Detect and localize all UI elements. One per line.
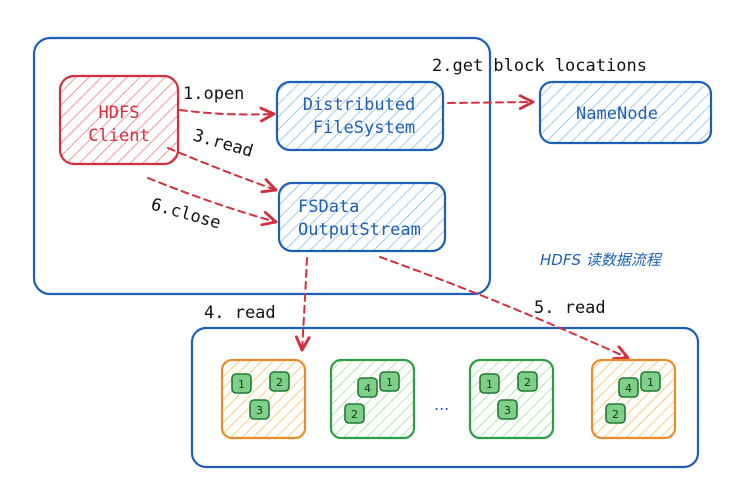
- block-label: 2: [612, 408, 619, 421]
- block-label: 4: [625, 382, 632, 395]
- edge-label-read-3: 3.read: [191, 126, 256, 162]
- client-side-container: [32, 36, 492, 296]
- datanode-box: [468, 358, 555, 440]
- namenode-label: NameNode: [576, 104, 658, 124]
- datanode-1: 1 2 3: [220, 358, 307, 440]
- datanode-group: 1 2 3 4 1 2 1 2 3 4 1 2: [220, 358, 677, 440]
- datanode-2: 4 1 2: [329, 358, 416, 440]
- block-square: [357, 377, 378, 398]
- datanode-box: [220, 358, 307, 440]
- block-square: [618, 377, 639, 398]
- datanode-box: [590, 358, 677, 440]
- fsdata-outputstream-node: FSData OutputStream: [277, 181, 447, 253]
- block-square: [605, 403, 626, 424]
- hdfs-client-label-line2: Client: [88, 126, 149, 146]
- block-label: 3: [256, 404, 263, 417]
- datanode-3: 1 2 3: [468, 358, 555, 440]
- block-label: 2: [351, 408, 358, 421]
- block-square: [249, 399, 270, 420]
- block-square: [479, 373, 500, 394]
- arrow-read-3: [167, 147, 278, 194]
- hdfs-client-label-line1: HDFS: [99, 103, 140, 123]
- block-label: 1: [386, 376, 393, 389]
- arrow-read-5: [379, 256, 630, 360]
- namenode-node: NameNode: [538, 80, 713, 145]
- arrow-get-block-locations: [447, 94, 535, 110]
- block-label: 1: [647, 376, 654, 389]
- block-square: [231, 373, 252, 394]
- stream-label-line1: FSData: [298, 197, 359, 217]
- block-square: [344, 403, 365, 424]
- arrow-read-4: [294, 257, 311, 352]
- block-square: [640, 371, 661, 392]
- edge-label-read-5: 5. read: [534, 298, 606, 318]
- block-label: 1: [238, 378, 245, 391]
- diagram-caption: HDFS 读数据流程: [540, 251, 663, 269]
- dfs-label-line1: Distributed: [303, 95, 416, 115]
- block-label: 1: [486, 378, 493, 391]
- arrow-open: [179, 106, 276, 123]
- dfs-label-line2: FileSystem: [313, 118, 415, 138]
- block-square: [269, 371, 290, 392]
- block-label: 4: [364, 382, 371, 395]
- block-label: 3: [504, 404, 511, 417]
- distributed-filesystem-node: Distributed FileSystem: [275, 80, 445, 152]
- block-square: [517, 371, 538, 392]
- edge-label-read-4: 4. read: [204, 303, 276, 323]
- edge-label-get-block-locations: 2.get block locations: [432, 56, 647, 76]
- datanode-4: 4 1 2: [590, 358, 677, 440]
- hdfs-client-node: HDFS Client: [58, 74, 180, 166]
- block-label: 2: [524, 376, 531, 389]
- datanode-ellipsis: ...: [434, 395, 449, 414]
- datanode-container: [190, 326, 700, 469]
- stream-label-line2: OutputStream: [298, 220, 421, 240]
- arrow-close: [147, 177, 278, 227]
- block-label: 2: [276, 376, 283, 389]
- block-square: [497, 399, 518, 420]
- block-square: [379, 371, 400, 392]
- edge-label-close: 6.close: [149, 195, 223, 234]
- edge-label-open: 1.open: [183, 84, 244, 104]
- datanode-box: [329, 358, 416, 440]
